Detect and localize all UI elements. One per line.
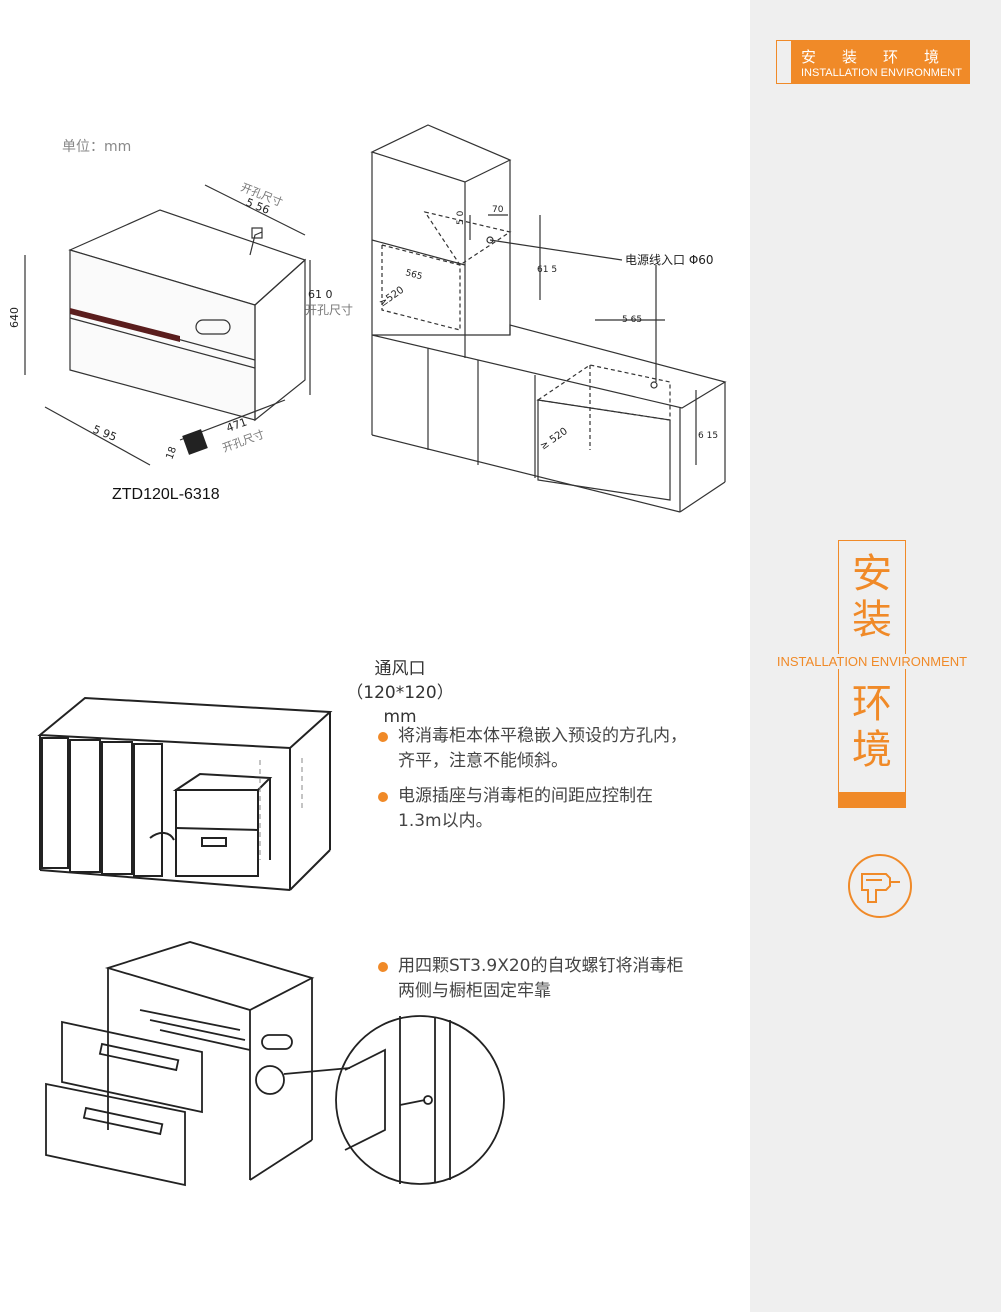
dim-610: 61 0 xyxy=(308,288,333,301)
model-number: ZTD120L-6318 xyxy=(112,486,220,503)
dim-615-lower: 6 15 xyxy=(698,431,718,441)
unit-label: 单位：mm xyxy=(62,139,132,155)
cabinet-installation-diagram: 5 0 70 61 5 565 ≥520 5 65 6 15 ≥ 520 电源线… xyxy=(370,124,727,513)
dim-471: 471 xyxy=(225,415,249,434)
dim-640: 640 xyxy=(8,307,21,328)
dim-520-lower: ≥ 520 xyxy=(538,426,569,453)
vent-title: 通风口 xyxy=(374,659,426,679)
dim-70: 70 xyxy=(492,205,504,215)
dim-595: 5 95 xyxy=(91,423,119,444)
vertical-title-en: INSTALLATION ENVIRONMENT xyxy=(766,654,978,669)
vert-char: 装 xyxy=(852,597,892,643)
product-dimension-diagram: 开孔尺寸 5 56 61 0 开孔尺寸 640 5 95 471 开孔尺寸 18 xyxy=(8,180,353,466)
dim-565-upper: 565 xyxy=(404,268,423,282)
vent-size: （120*120）mm xyxy=(346,683,454,727)
bullet-item: 将消毒柜本体平稳嵌入预设的方孔内， 齐平，注意不能倾斜。 xyxy=(378,724,738,774)
power-inlet-label: 电源线入口 Φ60 xyxy=(625,253,714,267)
bullet-item: 用四颗ST3.9X20的自攻螺钉将消毒柜 两侧与橱柜固定牢靠 xyxy=(378,954,738,1004)
embedding-illustration xyxy=(37,696,333,891)
dim-18: 18 xyxy=(164,445,179,461)
bullet-item: 电源插座与消毒柜的间距应控制在 1.3m以内。 xyxy=(378,784,738,834)
vert-char: 环 xyxy=(852,681,892,727)
vert-char: 境 xyxy=(852,727,892,773)
dim-565-lower: 5 65 xyxy=(622,315,642,325)
drill-icon xyxy=(848,854,912,918)
main-content: 单位：mm 开孔尺寸 5 56 xyxy=(8,124,738,1187)
dim-615-upper: 61 5 xyxy=(537,265,557,275)
bullet-list-mid: 将消毒柜本体平稳嵌入预设的方孔内， 齐平，注意不能倾斜。 电源插座与消毒柜的间距… xyxy=(378,724,738,844)
screw-fixing-illustration xyxy=(45,941,505,1187)
badge-title-cn: 安装环境 xyxy=(801,48,966,66)
dim-50: 5 0 xyxy=(456,210,466,225)
hole-label-right: 开孔尺寸 xyxy=(305,303,353,317)
badge-title-en: INSTALLATION ENVIRONMENT xyxy=(801,67,962,79)
vent-label: 通风口 （120*120）mm xyxy=(340,657,460,729)
section-badge: 安装环境 INSTALLATION ENVIRONMENT xyxy=(776,40,970,84)
bullet-list-low: 用四颗ST3.9X20的自攻螺钉将消毒柜 两侧与橱柜固定牢靠 xyxy=(378,954,738,1014)
vert-char: 安 xyxy=(852,551,892,597)
vertical-title: 安 装 环 境 xyxy=(838,540,906,808)
